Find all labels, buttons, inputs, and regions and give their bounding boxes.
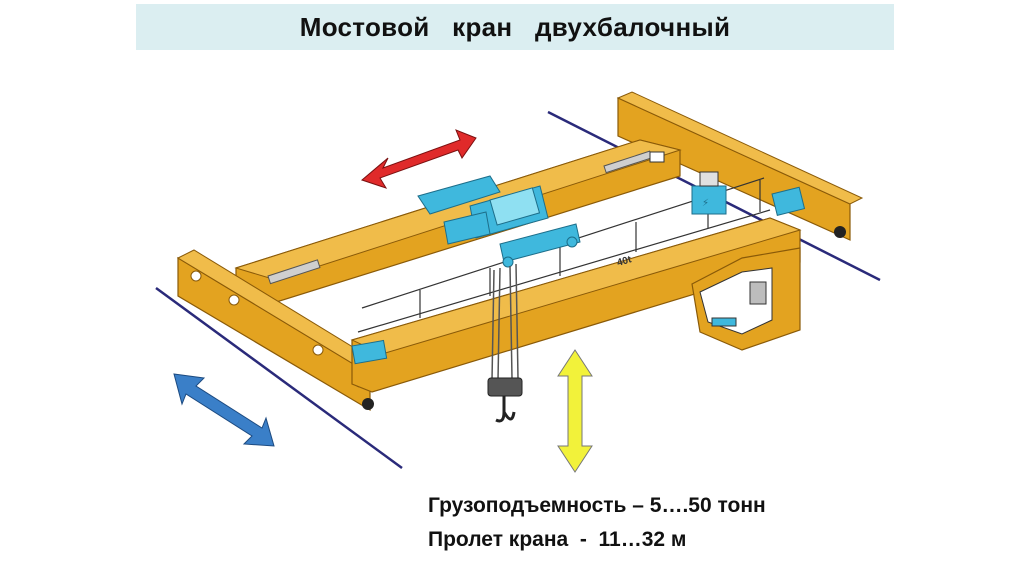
hook-block (487, 263, 523, 423)
trolley-travel-arrow (360, 129, 477, 189)
operator-cabin (691, 247, 801, 351)
title-bar: Мостовой кран двухбалочный (136, 4, 894, 50)
bridge-travel-arrow (173, 373, 275, 447)
capacity-spec: Грузоподъемность – 5….50 тонн (428, 494, 766, 517)
left-runway-rail (155, 286, 403, 470)
span-spec: Пролет крана - 11…32 м (428, 528, 687, 551)
svg-text:⚡: ⚡ (702, 198, 709, 209)
bridge-drive-motor: ⚡ (351, 171, 806, 365)
slide-title: Мостовой кран двухбалочный (299, 11, 731, 42)
hoist-trolley (417, 175, 581, 268)
capacity-marking: 40t (616, 254, 634, 269)
hoist-arrow (557, 349, 593, 473)
